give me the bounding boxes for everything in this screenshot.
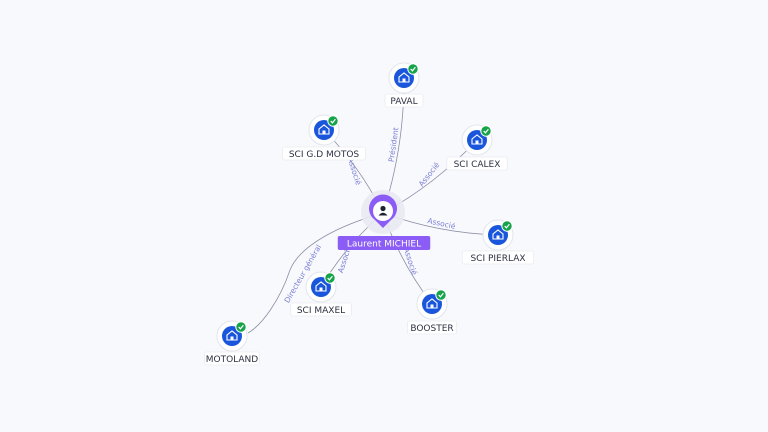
company-node-sci-calex[interactable]: SCI CALEX (446, 124, 508, 171)
edge-label: Président (387, 127, 401, 163)
node-label-bg (407, 320, 457, 335)
node-label: SCI PIERLAX (470, 254, 525, 264)
company-node-sci-gd[interactable]: SCI G.D MOTOS (282, 114, 366, 161)
edge-label: Associé (346, 156, 363, 186)
company-node-motoland[interactable]: MOTOLAND (204, 320, 260, 366)
company-node-booster[interactable]: BOOSTER (407, 288, 457, 335)
node-label-bg (290, 302, 352, 317)
node-label: SCI G.D MOTOS (289, 150, 360, 160)
node-label: SCI MAXEL (297, 306, 345, 316)
verified-check-icon (324, 272, 336, 284)
edge-label: Associé (417, 160, 442, 188)
person-node-laurent[interactable]: Laurent MICHIEL (337, 190, 431, 250)
company-node-sci-maxel[interactable]: SCI MAXEL (290, 271, 352, 317)
node-label-bg (204, 351, 260, 366)
node-label-bg (461, 250, 535, 265)
verified-check-icon (501, 220, 513, 232)
company-node-sci-pierlax[interactable]: SCI PIERLAX (461, 219, 535, 265)
center-label: Laurent MICHIEL (347, 240, 421, 250)
verified-check-icon (480, 125, 492, 137)
center-label-bg (337, 236, 431, 250)
node-label: MOTOLAND (206, 355, 259, 365)
edge-line (247, 212, 384, 334)
company-node-paval[interactable]: PAVAL (384, 62, 424, 108)
node-label-bg (282, 146, 366, 161)
node-label: SCI CALEX (454, 160, 501, 170)
verified-check-icon (235, 321, 247, 333)
verified-check-icon (435, 289, 447, 301)
node-label: PAVAL (390, 97, 417, 107)
person-icon (378, 205, 388, 216)
node-label-bg (446, 156, 508, 171)
verified-check-icon (407, 63, 419, 75)
node-label: BOOSTER (410, 324, 453, 334)
verified-check-icon (327, 115, 339, 127)
node-label-bg (384, 93, 424, 108)
